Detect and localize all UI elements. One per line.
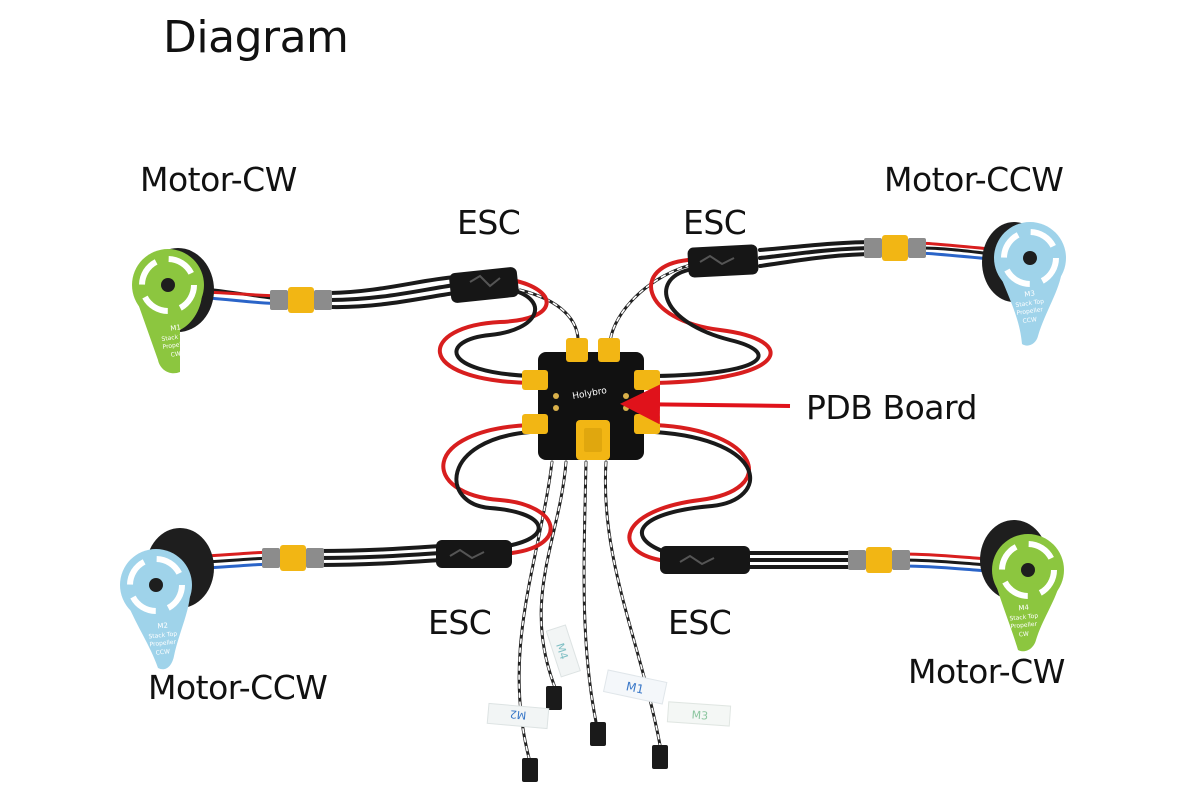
connector-tag-m1-text: M1 (625, 679, 646, 696)
label-esc-bottom-right: ESC (668, 603, 732, 642)
motor-top-left: M1 Stack Top Propeller CW (132, 248, 214, 374)
motor-m1-dir: CW (170, 350, 181, 358)
motor-m1-line2: Propeller (162, 340, 190, 351)
motor-m3-dir: CCW (1022, 316, 1037, 325)
motor-m1-id: M1 (170, 323, 182, 332)
label-esc-bottom-left: ESC (428, 603, 492, 642)
connector-tag-m3: M3 (666, 701, 732, 727)
label-esc-top-right: ESC (683, 203, 747, 242)
esc-bottom-left (436, 540, 512, 568)
motor-bottom-right: M4 Stack Top Propeller CW (980, 520, 1064, 652)
connector-tag-m3-text: M3 (691, 708, 708, 722)
motor-top-right: M3 Stack Top Propeller CCW (982, 222, 1066, 346)
motor-m3-line1: Stack Top (1015, 298, 1045, 309)
label-motor-bottom-left: Motor-CCW (148, 668, 328, 707)
motor-m2-line1: Stack Top (148, 631, 177, 641)
motor-m3-id: M3 (1024, 289, 1036, 298)
connector-tag-m2: M2 (486, 702, 550, 730)
motor-connectors (262, 235, 926, 573)
label-motor-bottom-right: Motor-CW (908, 652, 1065, 691)
label-motor-top-right: Motor-CCW (884, 160, 1064, 199)
esc-top-left (449, 267, 519, 303)
motor-m4-line1: Stack Top (1009, 613, 1038, 623)
signal-plugs (522, 686, 668, 782)
motor-m4-dir: CW (1018, 630, 1029, 638)
motor-phase-wires (193, 240, 1002, 573)
connector-tag-m4-text: M4 (553, 642, 570, 662)
esc-bottom-right (660, 546, 750, 574)
motor-m2-line2: Propeller (149, 639, 177, 649)
pdb-pointer-arrow (620, 384, 791, 425)
motor-m2-dir: CCW (155, 648, 170, 656)
motor-m4-id: M4 (1018, 603, 1030, 612)
connector-tag-m1: M1 (602, 669, 668, 705)
connector-tag-m4: M4 (545, 624, 581, 678)
motor-m1-line1: Stack Top (161, 332, 191, 343)
label-esc-top-left: ESC (457, 203, 521, 242)
motor-bottom-left: M2 Stack Top Propeller CCW (120, 528, 214, 670)
label-pdb-board: PDB Board (806, 388, 977, 427)
pdb-board: Holybro (522, 338, 660, 460)
motor-m3-line2: Propeller (1016, 306, 1044, 317)
motor-m2-id: M2 (157, 621, 168, 630)
diagram-title: Diagram (163, 12, 349, 63)
motor-m4-line2: Propeller (1010, 621, 1038, 631)
label-motor-top-left: Motor-CW (140, 160, 297, 199)
power-wires (438, 258, 773, 562)
connector-tag-m2-text: M2 (509, 707, 527, 721)
esc-top-right (687, 244, 759, 278)
